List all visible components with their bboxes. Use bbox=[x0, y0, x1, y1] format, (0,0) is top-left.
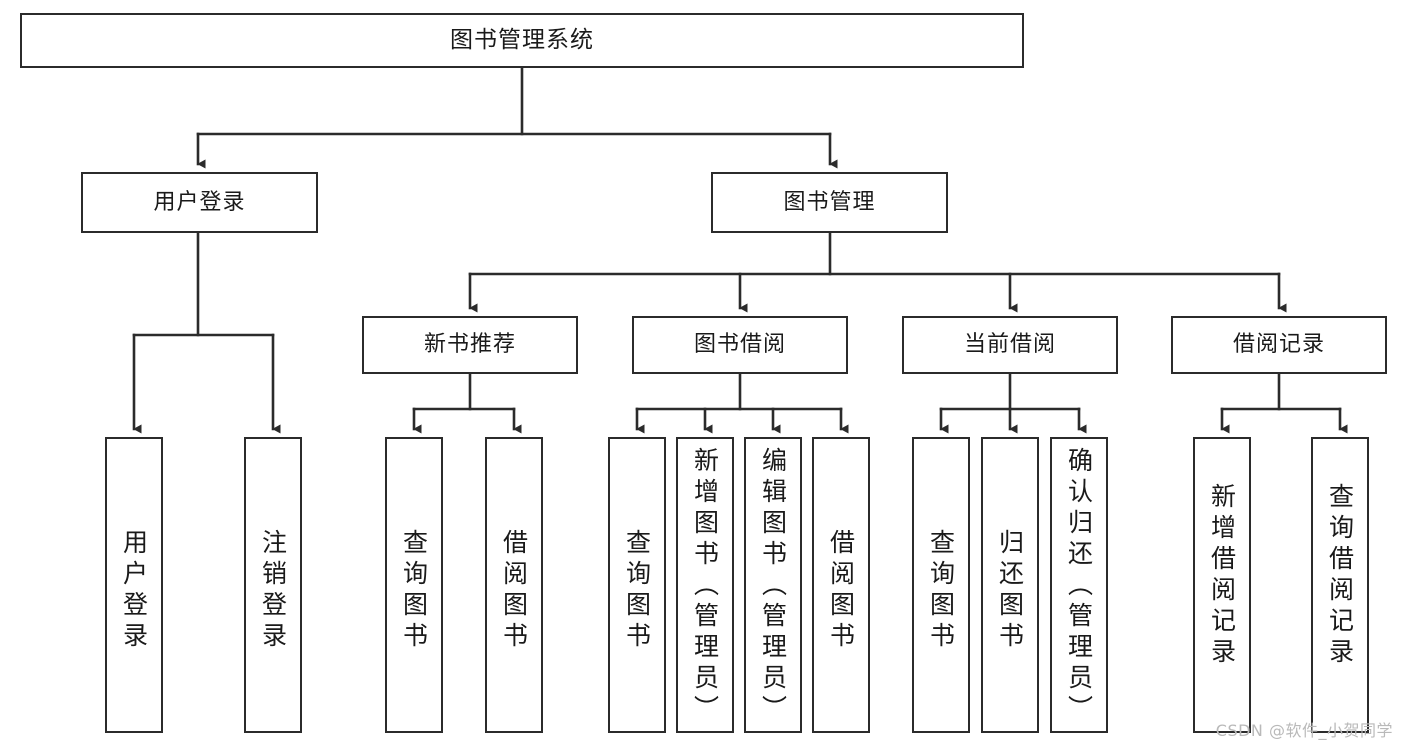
leaf-book-borrow-query[interactable]: 查询图书 bbox=[608, 437, 666, 733]
node-new-book-recommend[interactable]: 新书推荐 bbox=[362, 316, 578, 374]
leaf-borrow-record-add-label: 新增借阅记录 bbox=[1207, 483, 1237, 669]
leaf-new-book-query-label: 查询图书 bbox=[399, 529, 429, 653]
leaf-current-borrow-return-label: 归还图书 bbox=[995, 529, 1025, 653]
leaf-borrow-record-query-label: 查询借阅记录 bbox=[1325, 483, 1355, 669]
leaf-current-borrow-confirm-label: 确认归还（管理员） bbox=[1064, 447, 1094, 726]
leaf-borrow-record-query[interactable]: 查询借阅记录 bbox=[1311, 437, 1369, 733]
node-borrow-record-label: 借阅记录 bbox=[1232, 332, 1325, 358]
node-user-login-label: 用户登录 bbox=[153, 189, 246, 215]
node-book-borrow[interactable]: 图书借阅 bbox=[632, 316, 848, 374]
leaf-current-borrow-confirm[interactable]: 确认归还（管理员） bbox=[1050, 437, 1108, 733]
leaf-user-login-login[interactable]: 用户登录 bbox=[105, 437, 163, 733]
node-current-borrow[interactable]: 当前借阅 bbox=[902, 316, 1118, 374]
leaf-book-borrow-add-label: 新增图书（管理员） bbox=[690, 447, 720, 726]
node-book-management[interactable]: 图书管理 bbox=[711, 172, 948, 233]
leaf-user-login-login-label: 用户登录 bbox=[119, 529, 149, 653]
node-user-login[interactable]: 用户登录 bbox=[81, 172, 318, 233]
leaf-user-login-logout[interactable]: 注销登录 bbox=[244, 437, 302, 733]
leaf-book-borrow-edit[interactable]: 编辑图书（管理员） bbox=[744, 437, 802, 733]
node-current-borrow-label: 当前借阅 bbox=[963, 332, 1056, 358]
node-borrow-record[interactable]: 借阅记录 bbox=[1171, 316, 1387, 374]
leaf-current-borrow-return[interactable]: 归还图书 bbox=[981, 437, 1039, 733]
node-book-borrow-label: 图书借阅 bbox=[693, 332, 786, 358]
leaf-book-borrow-borrow-label: 借阅图书 bbox=[826, 529, 856, 653]
leaf-book-borrow-query-label: 查询图书 bbox=[622, 529, 652, 653]
leaf-new-book-query[interactable]: 查询图书 bbox=[385, 437, 443, 733]
leaf-new-book-borrow-label: 借阅图书 bbox=[499, 529, 529, 653]
leaf-book-borrow-borrow[interactable]: 借阅图书 bbox=[812, 437, 870, 733]
node-root[interactable]: 图书管理系统 bbox=[20, 13, 1024, 68]
leaf-current-borrow-query-label: 查询图书 bbox=[926, 529, 956, 653]
node-root-label: 图书管理系统 bbox=[450, 26, 594, 53]
leaf-book-borrow-add[interactable]: 新增图书（管理员） bbox=[676, 437, 734, 733]
leaf-borrow-record-add[interactable]: 新增借阅记录 bbox=[1193, 437, 1251, 733]
leaf-new-book-borrow[interactable]: 借阅图书 bbox=[485, 437, 543, 733]
watermark: CSDN @软件_小贺同学 bbox=[1215, 721, 1393, 740]
leaf-current-borrow-query[interactable]: 查询图书 bbox=[912, 437, 970, 733]
node-new-book-recommend-label: 新书推荐 bbox=[423, 332, 516, 358]
leaf-user-login-logout-label: 注销登录 bbox=[258, 529, 288, 653]
leaf-book-borrow-edit-label: 编辑图书（管理员） bbox=[758, 447, 788, 726]
node-book-management-label: 图书管理 bbox=[783, 189, 876, 215]
